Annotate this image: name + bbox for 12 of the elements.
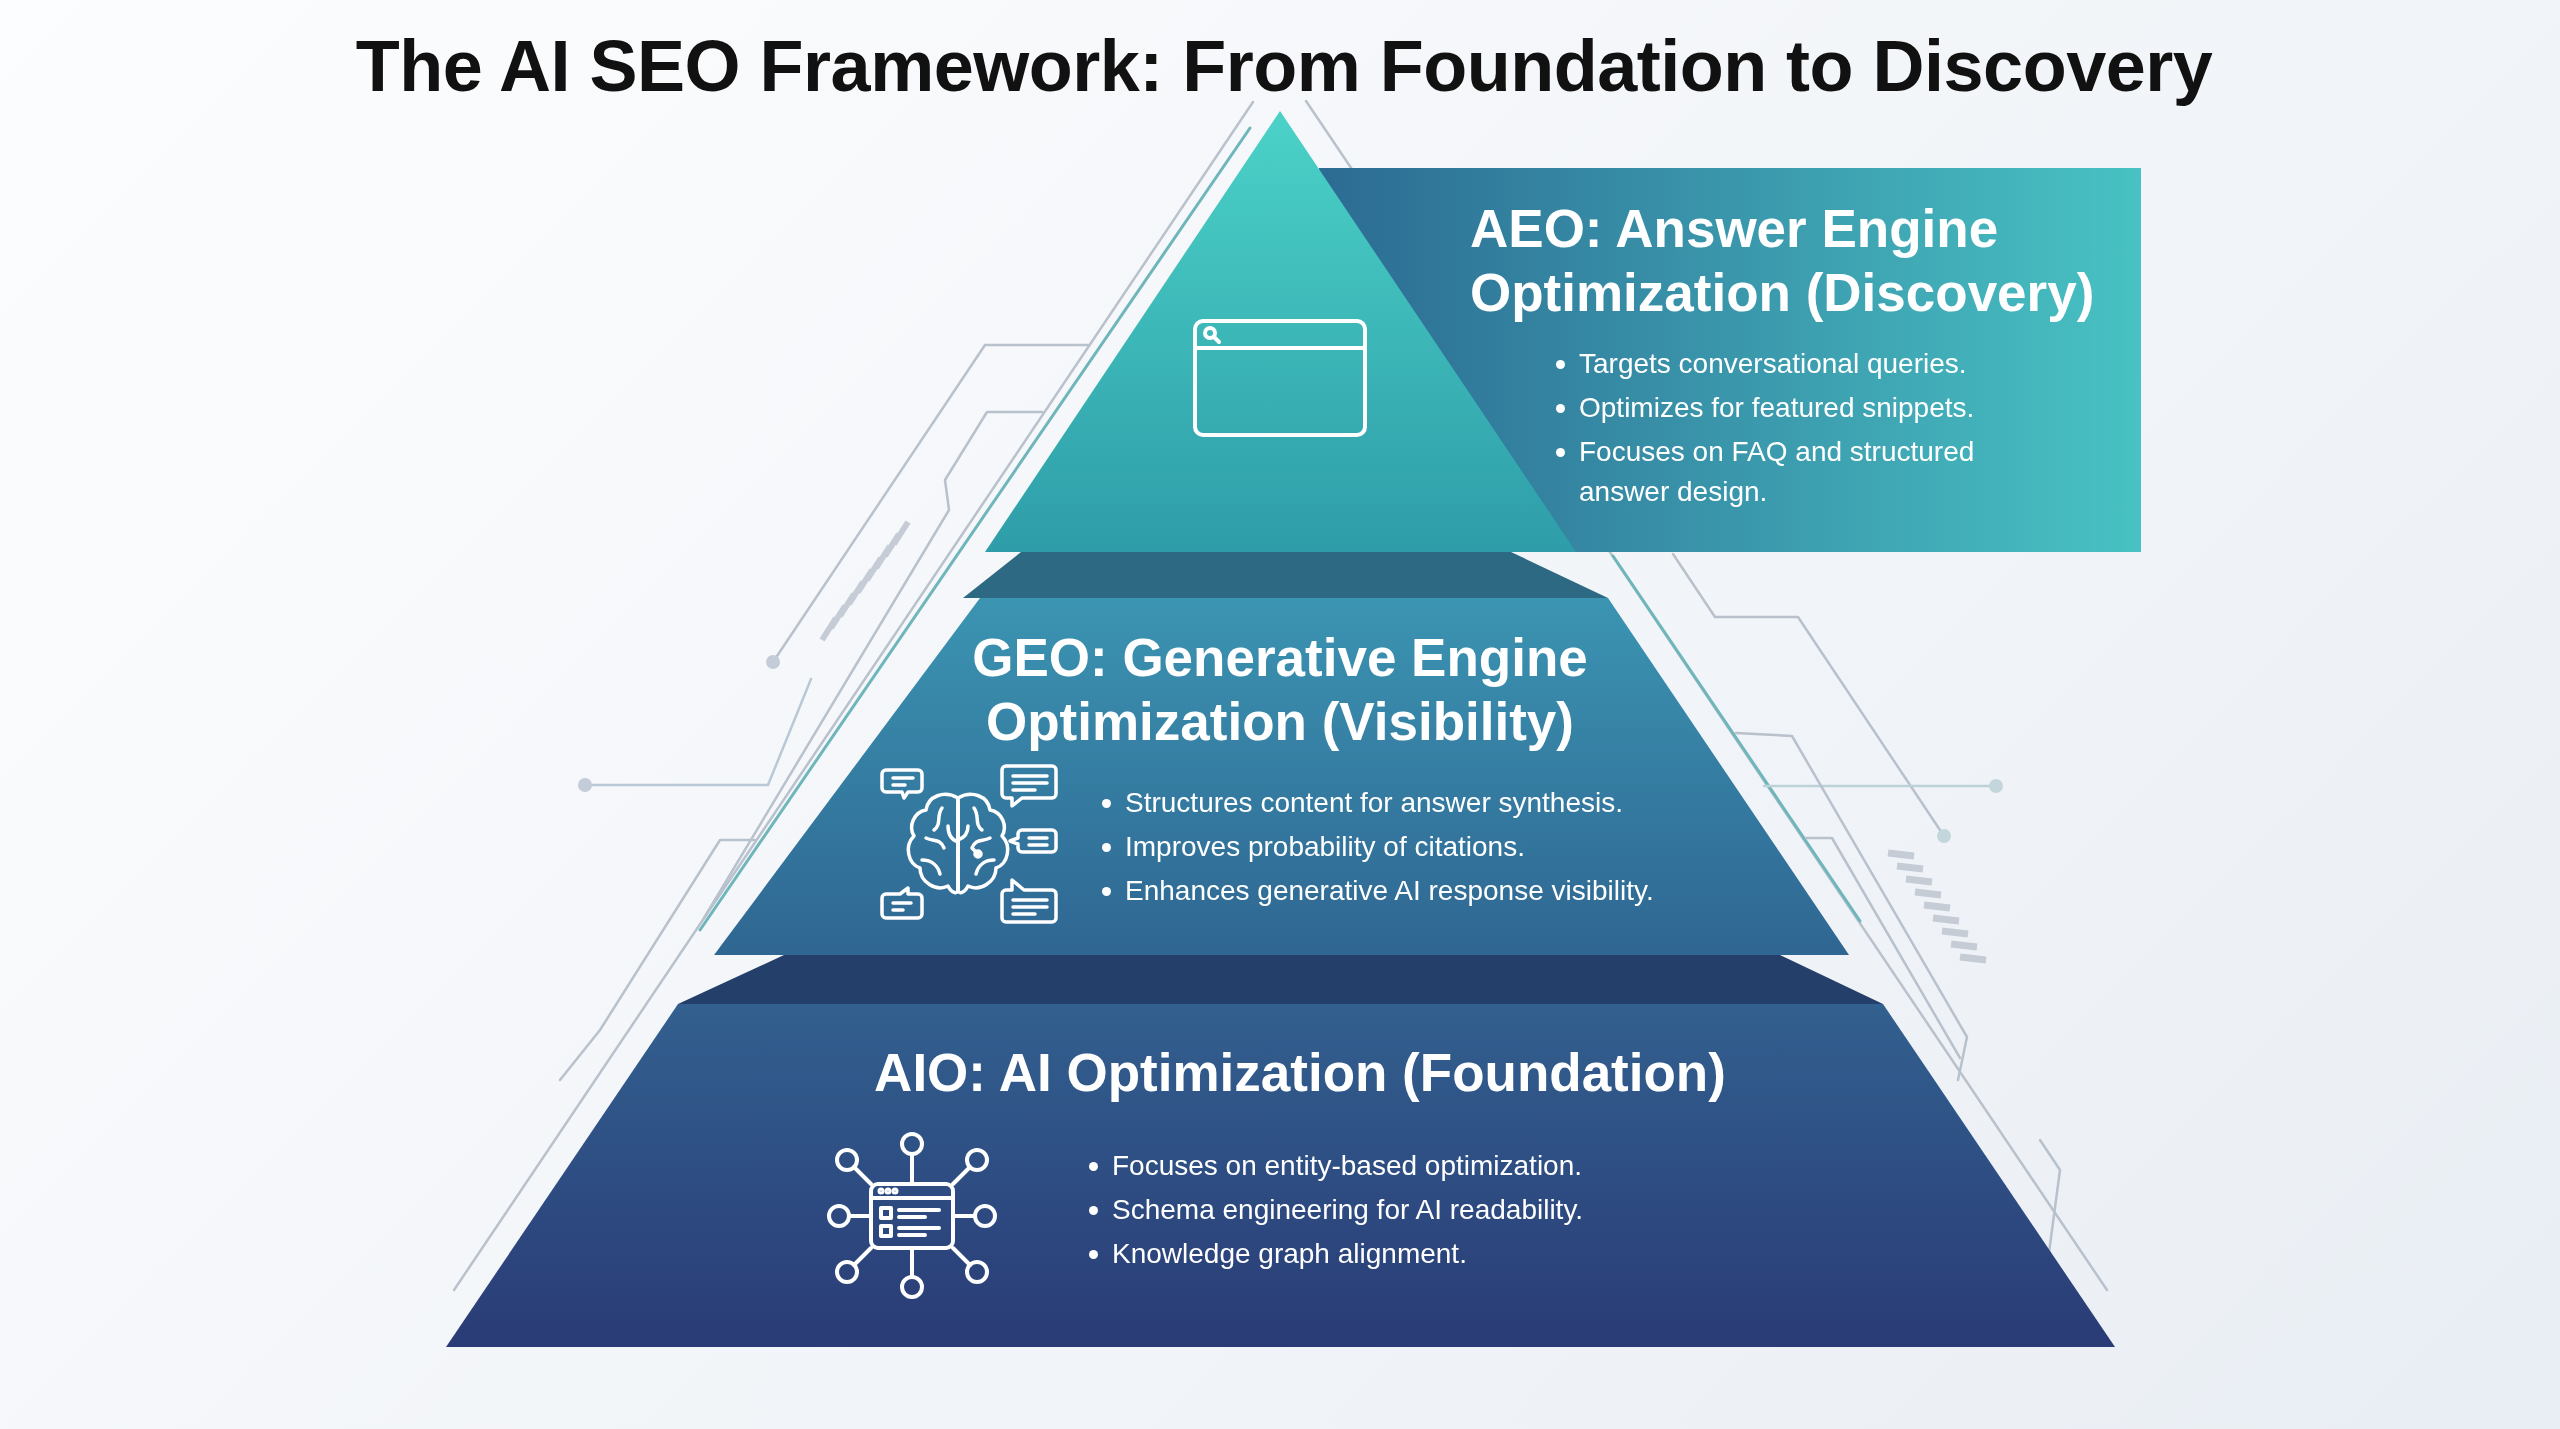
tier-heading: AEO: Answer Engine Optimization (Discovery) xyxy=(1470,198,2096,324)
bullet-point: Schema engineering for AI readability. xyxy=(1112,1193,1585,1227)
bullet-point: Optimizes for featured snippets. xyxy=(1579,391,1976,425)
bullet-point: Enhances generative AI response visibility. xyxy=(1125,874,1655,908)
bullet-point: Focuses on entity-based optimization. xyxy=(1112,1149,1584,1183)
bullet-point: Knowledge graph alignment. xyxy=(1112,1237,1468,1271)
bullet-point: Focuses on FAQ and structured answer design. xyxy=(1579,435,1976,509)
pyramid-tier xyxy=(446,1004,2115,1347)
tier-heading: AIO: AI Optimization (Foundation) xyxy=(873,1042,1727,1104)
pyramid-tier xyxy=(985,111,2141,552)
title: The AI SEO Framework: From Foundation to Discovery xyxy=(355,25,2213,108)
bullet-point: Targets conversational queries. xyxy=(1579,347,1968,381)
